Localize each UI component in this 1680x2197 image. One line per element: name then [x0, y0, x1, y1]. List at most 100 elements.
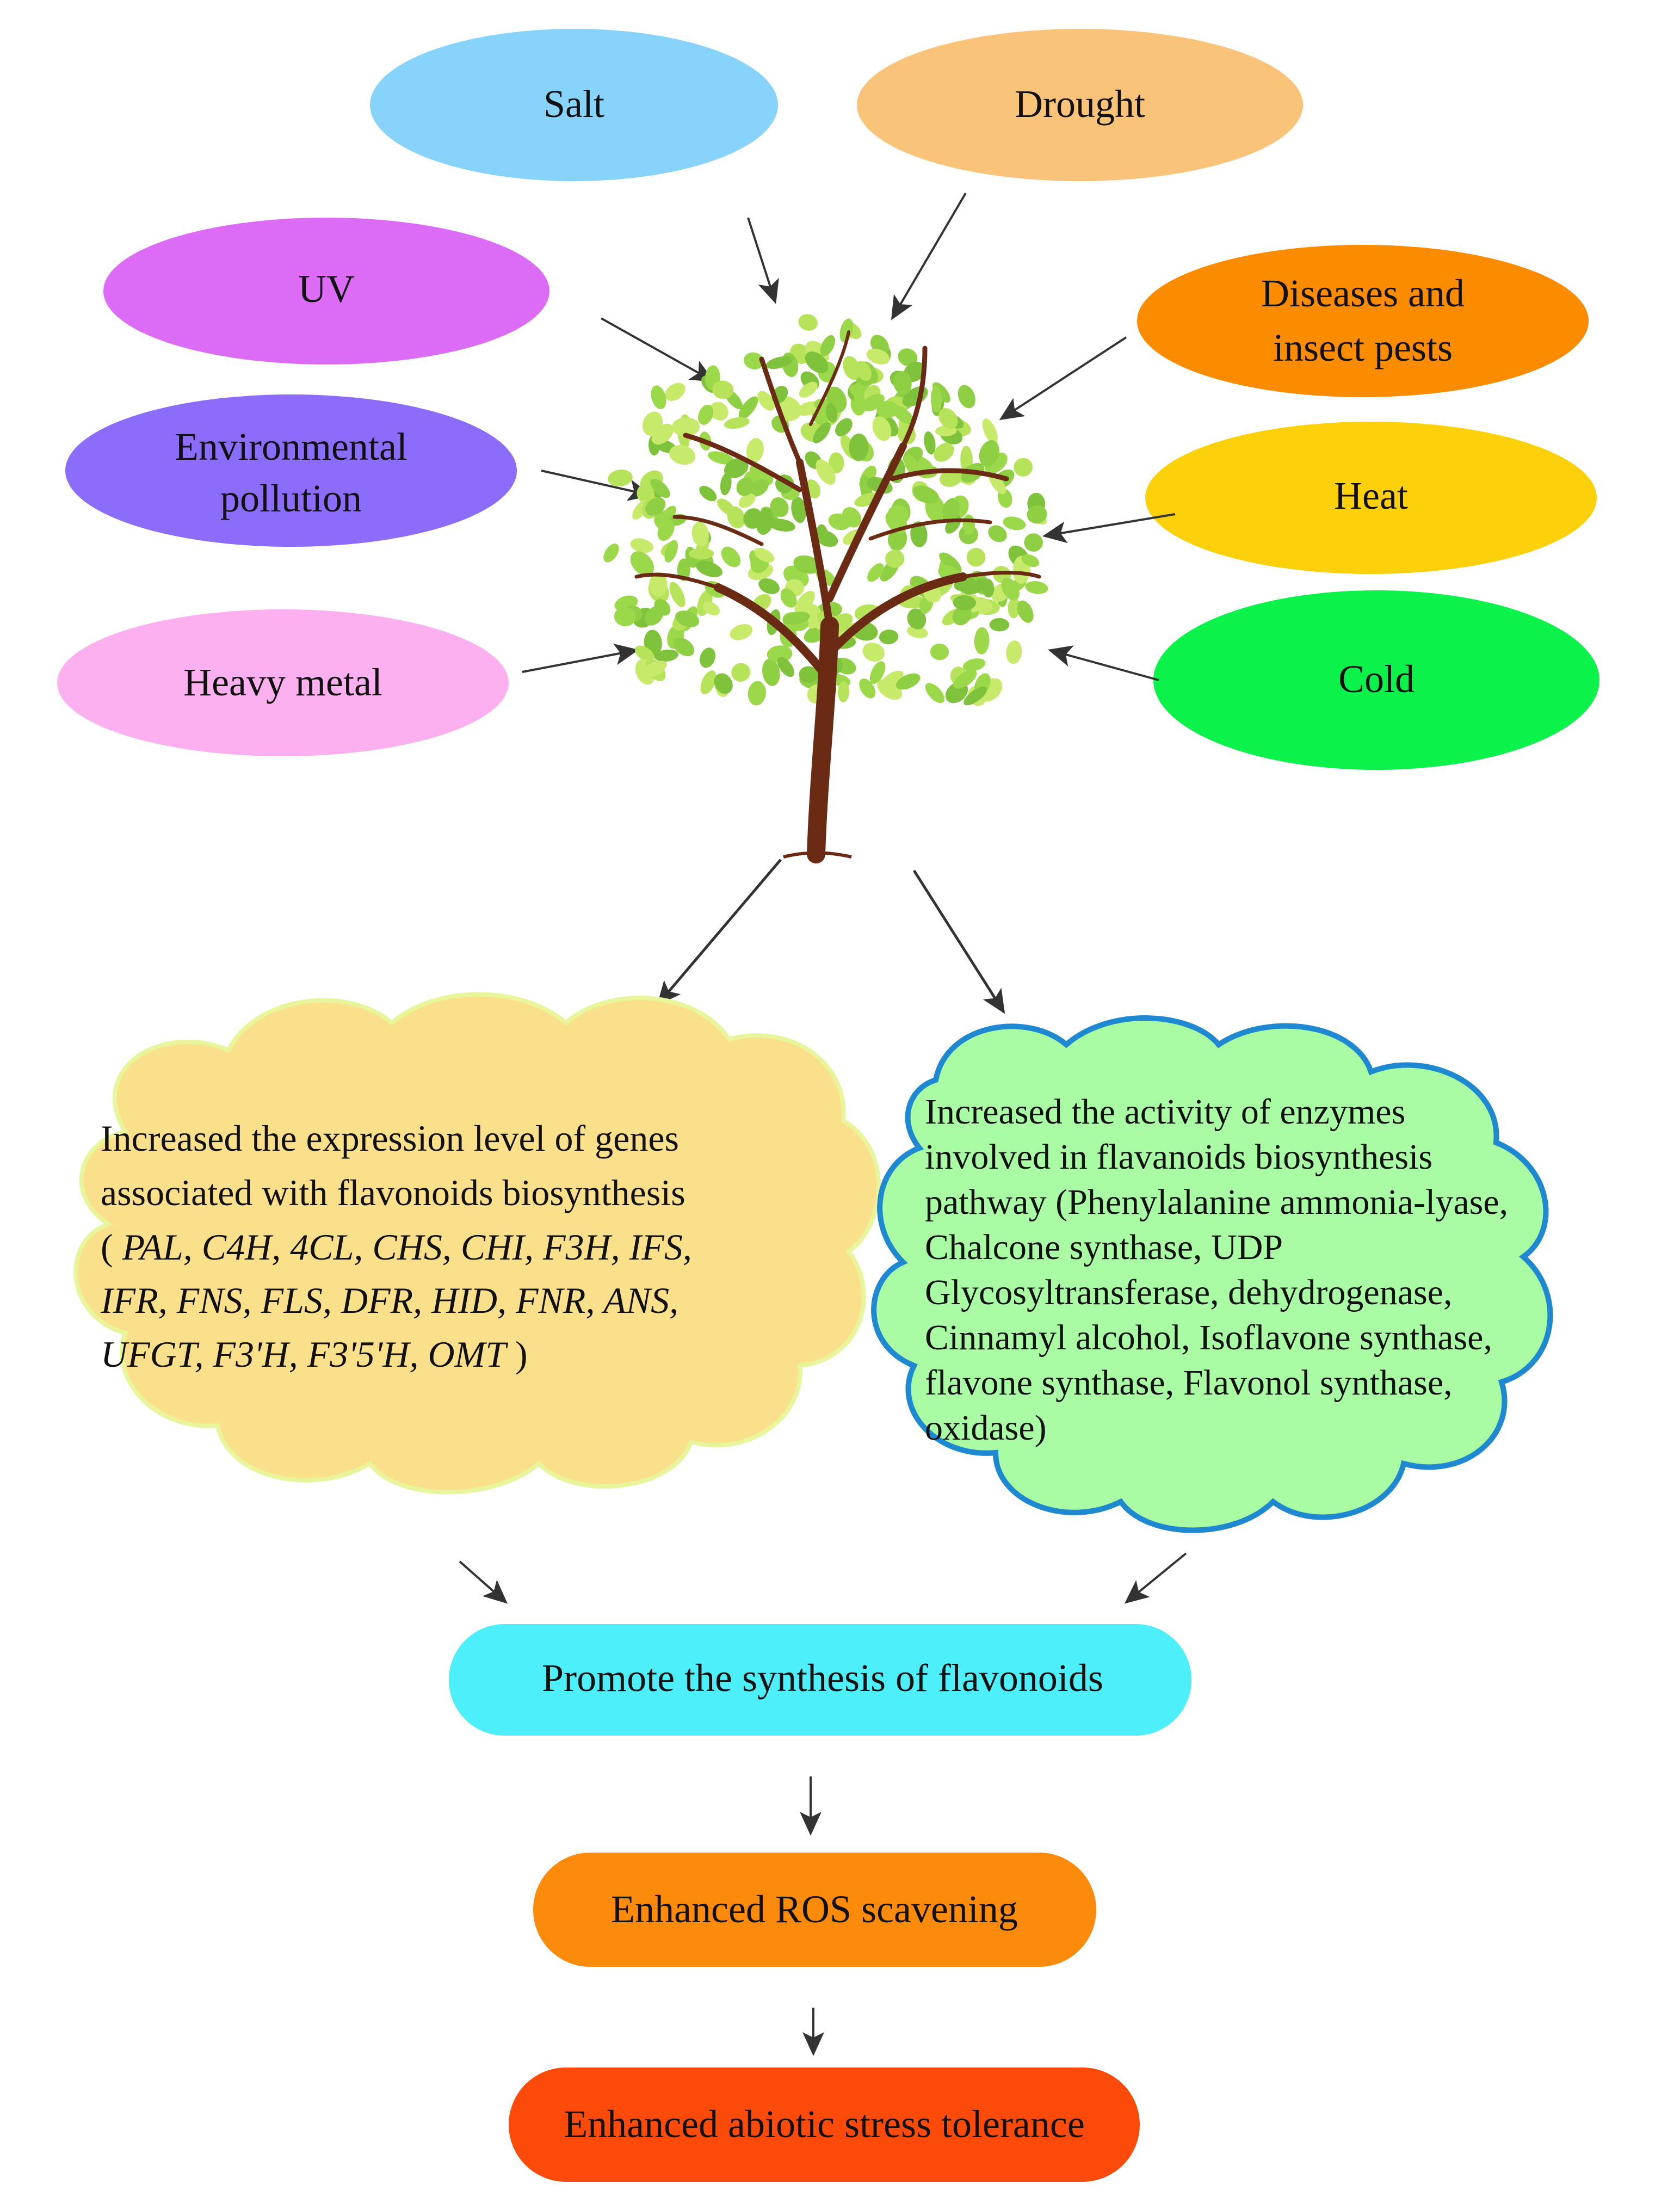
leaf — [869, 661, 886, 684]
arrow-tree-to-genes-cloud — [657, 859, 782, 1006]
heat-ellipse — [1145, 422, 1597, 574]
leaf — [770, 497, 789, 517]
leaf — [859, 678, 876, 699]
leaf — [727, 506, 745, 529]
outcome-tolerance: Enhanced abiotic stress tolerance — [509, 2068, 1140, 2182]
leaf — [963, 686, 987, 706]
diseases-label-line2: insect pests — [1273, 326, 1453, 369]
arrow-diseases-to-tree — [999, 336, 1127, 421]
leaf — [691, 521, 709, 547]
leaf — [777, 657, 795, 677]
leaf — [904, 454, 919, 475]
leaf — [614, 607, 636, 627]
leaf — [714, 673, 733, 694]
leaf — [799, 381, 818, 398]
leaf — [1017, 600, 1034, 623]
leaf — [867, 563, 884, 582]
leaf — [721, 546, 741, 567]
leaf — [942, 499, 960, 522]
enzymes-line4: Chalcone synthase, UDP — [925, 1227, 1282, 1267]
stressor-salt: Salt — [370, 29, 778, 181]
leaf — [709, 402, 728, 421]
heat-label: Heat — [1334, 474, 1408, 517]
leaf — [736, 477, 754, 496]
leaf — [724, 458, 749, 478]
leaf — [700, 647, 715, 668]
leaf — [798, 314, 818, 331]
leaf — [989, 618, 1010, 632]
leaf — [805, 351, 829, 374]
leaf — [696, 561, 722, 577]
leaf — [698, 404, 714, 425]
leaf — [1025, 581, 1048, 594]
leaf — [912, 485, 940, 504]
leaf — [958, 385, 975, 409]
leaf — [855, 361, 872, 381]
drought-label: Drought — [1015, 82, 1145, 126]
leaf — [1001, 577, 1020, 601]
leaf — [657, 519, 675, 541]
leaf — [675, 610, 700, 627]
genes-cloud: Increased the expression level of genes … — [73, 992, 881, 1495]
leaf — [649, 572, 668, 597]
leaf — [862, 643, 885, 662]
leaf — [981, 578, 995, 598]
leaf — [930, 385, 942, 413]
uv-label: UV — [298, 267, 355, 311]
leaf — [669, 445, 696, 465]
stressor-drought: Drought — [857, 29, 1303, 181]
outcome-ros: Enhanced ROS scavening — [533, 1853, 1096, 1967]
leaf — [757, 391, 775, 411]
arrow-tree-to-enzymes-cloud — [912, 869, 1005, 1014]
leaf — [862, 393, 885, 412]
leaf — [1027, 505, 1047, 524]
drought-ellipse — [857, 29, 1303, 181]
leaf — [925, 683, 945, 703]
leaf — [642, 411, 663, 436]
leaf — [813, 422, 831, 443]
leaf — [820, 335, 836, 356]
environmental-label-line1: Environmental — [175, 425, 407, 468]
leaf — [650, 478, 670, 498]
enzymes-line1: Increased the activity of enzymes — [925, 1092, 1405, 1132]
leaf — [876, 400, 899, 419]
leaf — [603, 544, 619, 563]
genes-close-paren: ) — [515, 1334, 528, 1375]
arrow-cold-to-tree — [1048, 645, 1159, 681]
leaf — [743, 508, 763, 529]
genes-line5: UFGT, F3'H, F3'5'H, OMT — [101, 1334, 508, 1375]
genes-open-paren: ( — [101, 1226, 113, 1268]
tree-canopy — [603, 314, 1048, 706]
leaf — [645, 606, 664, 626]
leaf — [924, 431, 936, 455]
stressor-cold: Cold — [1153, 590, 1599, 770]
ros-label: Enhanced ROS scavening — [611, 1887, 1018, 1931]
leaf — [799, 666, 818, 683]
leaf — [939, 552, 962, 573]
leaf — [885, 550, 905, 568]
leaf — [815, 530, 838, 547]
stressor-uv: UV — [103, 218, 549, 365]
genes-line4: IFR, FNS, FLS, DFR, HID, FNR, ANS, — [100, 1280, 678, 1321]
leaf — [962, 658, 986, 671]
arrow-uv-to-tree — [601, 317, 715, 382]
leaf — [707, 451, 734, 465]
stressor-heat: Heat — [1145, 422, 1597, 574]
leaf — [930, 643, 949, 661]
tree-base — [783, 851, 852, 859]
leaf — [765, 356, 793, 369]
leaf — [866, 348, 890, 365]
leaf — [630, 551, 654, 576]
leaf — [744, 352, 764, 369]
leaf — [642, 661, 667, 678]
leaf — [630, 538, 653, 553]
enzymes-line2: involved in flavanoids biosynthesis — [925, 1137, 1432, 1177]
leaf — [1006, 640, 1022, 664]
leaf — [738, 396, 758, 419]
leaf — [768, 519, 795, 532]
stressor-diseases: Diseases and insect pests — [1137, 245, 1589, 397]
genes-line3: PAL, C4H, 4CL, CHS, CHI, F3H, IFS, — [122, 1226, 692, 1268]
arrow-genes-to-promote — [459, 1560, 508, 1604]
genes-cloud-text: Increased the expression level of genes … — [101, 1118, 688, 1213]
leaf — [842, 507, 862, 528]
